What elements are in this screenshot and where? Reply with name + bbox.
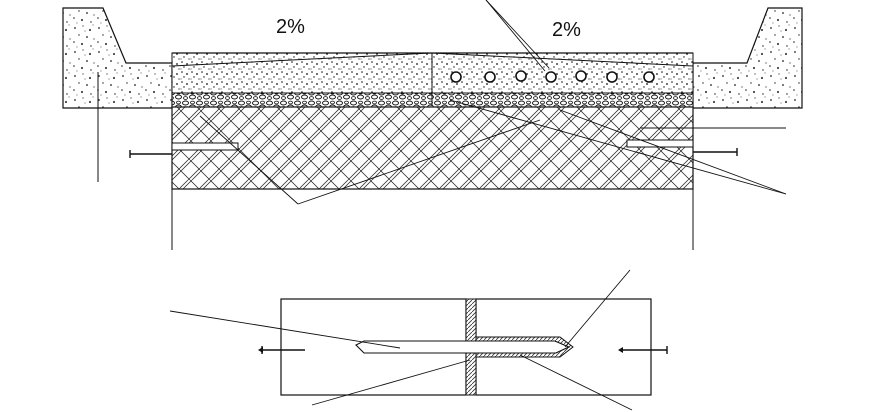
detail-tie-left bbox=[258, 346, 305, 354]
dowel-bar bbox=[355, 340, 571, 354]
leader-lines-top bbox=[199, 0, 787, 205]
left-curb bbox=[62, 7, 173, 109]
leader-lines-bottom bbox=[169, 269, 633, 411]
left-tie-bar bbox=[129, 142, 239, 158]
joint-detail bbox=[169, 269, 668, 411]
concrete-slab bbox=[171, 106, 694, 190]
left-slope-label: 2% bbox=[276, 16, 305, 38]
drainage-pipes bbox=[450, 70, 655, 83]
pavement-cross-section: 2% 2% bbox=[62, 0, 803, 250]
right-slope-label: 2% bbox=[552, 19, 581, 41]
dowel-sleeve bbox=[475, 336, 574, 358]
detail-tie-right bbox=[618, 346, 668, 354]
right-curb bbox=[692, 7, 803, 109]
